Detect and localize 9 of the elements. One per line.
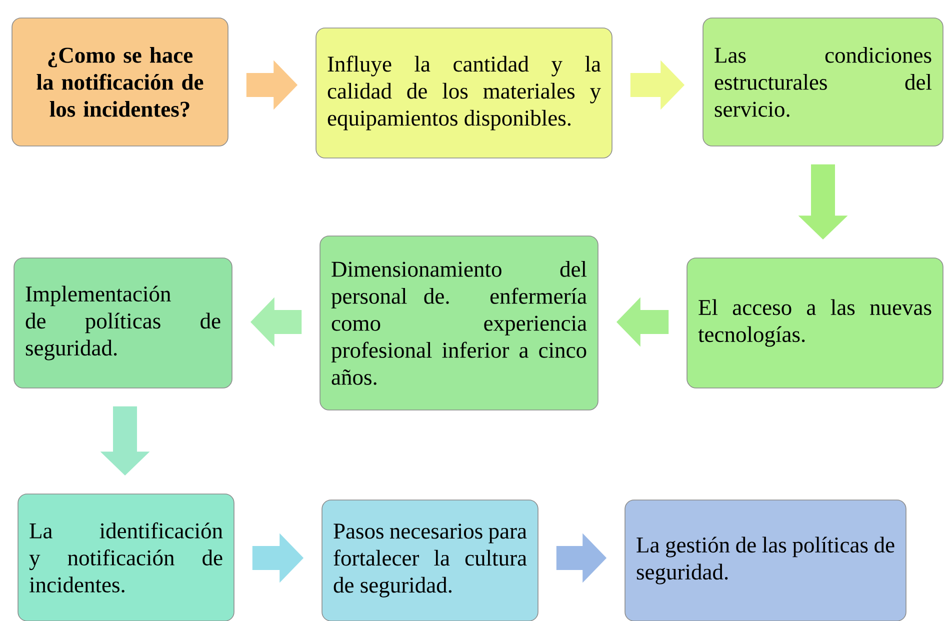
process-box: La gestión de las políticas de seguridad. — [624, 500, 906, 621]
process-box: ¿Como se hace la notificación de los incidentes? — [12, 18, 228, 146]
process-box: Las condiciones estructurales del servicio. — [702, 18, 944, 146]
process-box: Implementación de políticas de seguridad. — [14, 258, 232, 388]
process-box: Influye la cantidad y la calidad de los materiales y equipamientos disponibles. — [316, 28, 612, 158]
process-box: Dimensionamiento del personal de. enfermería como experiencia profesional inferior a cinco años. — [320, 236, 598, 410]
process-box: La identificación y notificación de incidentes. — [18, 494, 234, 621]
process-box: El acceso a las nuevas tecnologías. — [686, 258, 944, 388]
process-box: Pasos necesarios para fortalecer la cultura de seguridad. — [322, 500, 538, 621]
